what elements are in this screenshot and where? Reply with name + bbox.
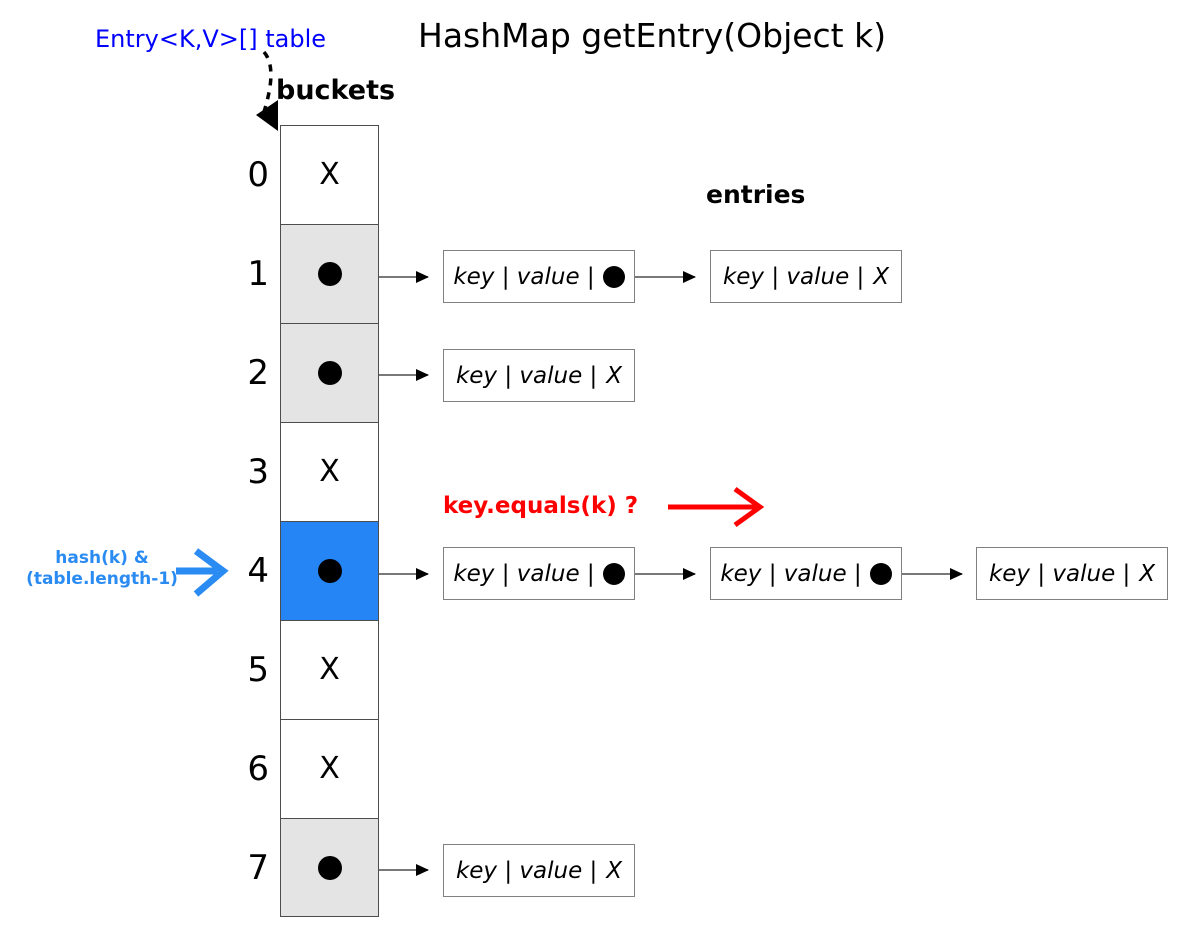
entry-node-b1-e1[interactable]: key | value | [443,250,635,303]
bucket-index-0: 0 [247,155,269,195]
bucket-cell-1[interactable]: 1 [247,224,379,323]
entry-node-b1-e2[interactable]: key | value | X [710,250,902,303]
hash-annotation-line-2: (table.length-1) [26,568,178,589]
bucket-cell-5[interactable]: 5 X [247,620,379,719]
hash-index-annotation: hash(k) & (table.length-1) [12,548,192,589]
buckets-label: buckets [276,75,396,106]
null-glyph: X [1139,560,1156,587]
bucket-index-3: 3 [247,452,269,492]
bucket-index-5: 5 [247,650,269,690]
null-glyph: X [873,263,890,290]
null-glyph: X [319,454,340,489]
equals-arrow [668,486,765,528]
bucket-index-4: 4 [247,551,269,591]
key-equals-annotation: key.equals(k) ? [443,493,639,519]
hash-annotation-line-1: hash(k) & [55,548,149,568]
null-glyph: X [319,751,340,786]
hash-arrow [176,548,229,597]
pointer-dot-icon [317,361,342,385]
entry-label: key | value | [453,560,595,587]
bucket-cell-6[interactable]: 6 X [247,719,379,818]
bucket-index-7: 7 [247,847,269,888]
null-glyph: X [606,857,623,884]
bucket-index-1: 1 [247,254,269,294]
bucket-cell-0[interactable]: 0 X [247,125,379,224]
entry-label: key | value | [455,857,598,884]
bucket-cell-7[interactable]: 7 [247,818,379,917]
bucket-cell-4[interactable]: 4 [247,521,379,620]
bucket-cell-2[interactable]: 2 [247,323,379,422]
entry-label: key | value | [455,362,598,389]
entry-label: key | value | [722,263,865,290]
page-title: HashMap getEntry(Object k) [418,16,887,55]
entry-node-b2-e1[interactable]: key | value | X [443,349,635,402]
pointer-dot-icon [317,855,342,880]
pointer-dot-icon [317,559,342,583]
next-pointer-dot-icon [869,562,892,585]
entry-node-b4-e1[interactable]: key | value | [443,547,635,600]
entry-label: key | value | [453,263,595,290]
next-pointer-dot-icon [602,265,625,288]
table-pointer-curve [256,50,278,131]
buckets-array: 0 X 1 2 3 X 4 5 X 6 X 7 [247,125,379,917]
entries-label: entries [706,180,806,209]
entry-node-b4-e2[interactable]: key | value | [710,547,902,600]
null-glyph: X [319,652,340,687]
null-glyph: X [319,157,340,192]
bucket-index-2: 2 [247,353,269,393]
entry-label: key | value | [720,560,862,587]
pointer-dot-icon [317,262,342,286]
entry-label: key | value | [988,560,1131,587]
table-field-label: Entry<K,V>[] table [95,25,326,53]
entry-node-b7-e1[interactable]: key | value | X [443,844,635,897]
next-pointer-dot-icon [602,562,625,585]
null-glyph: X [606,362,623,389]
entry-node-b4-e3[interactable]: key | value | X [976,547,1168,600]
bucket-cell-3[interactable]: 3 X [247,422,379,521]
bucket-index-6: 6 [247,749,269,789]
